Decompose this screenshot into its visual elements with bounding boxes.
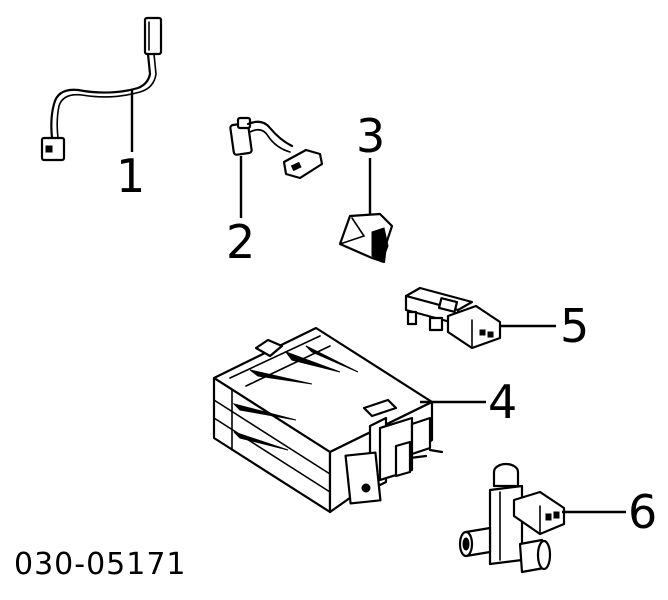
callout-5: 5 (560, 299, 589, 353)
callout-3: 3 (356, 109, 385, 163)
reference-code: 030-05171 (14, 547, 187, 582)
part-6-vacuum-valve (458, 462, 566, 574)
callout-2: 2 (226, 215, 255, 269)
callout-4: 4 (488, 375, 517, 429)
callout-6: 6 (628, 485, 657, 539)
part-2-sensor-lead (229, 116, 324, 180)
part-4-canister (212, 326, 444, 514)
part-5-solenoid (404, 286, 502, 350)
callout-1: 1 (116, 149, 145, 203)
part-1-wire-harness (40, 16, 163, 162)
part-3-bracket (338, 212, 394, 264)
